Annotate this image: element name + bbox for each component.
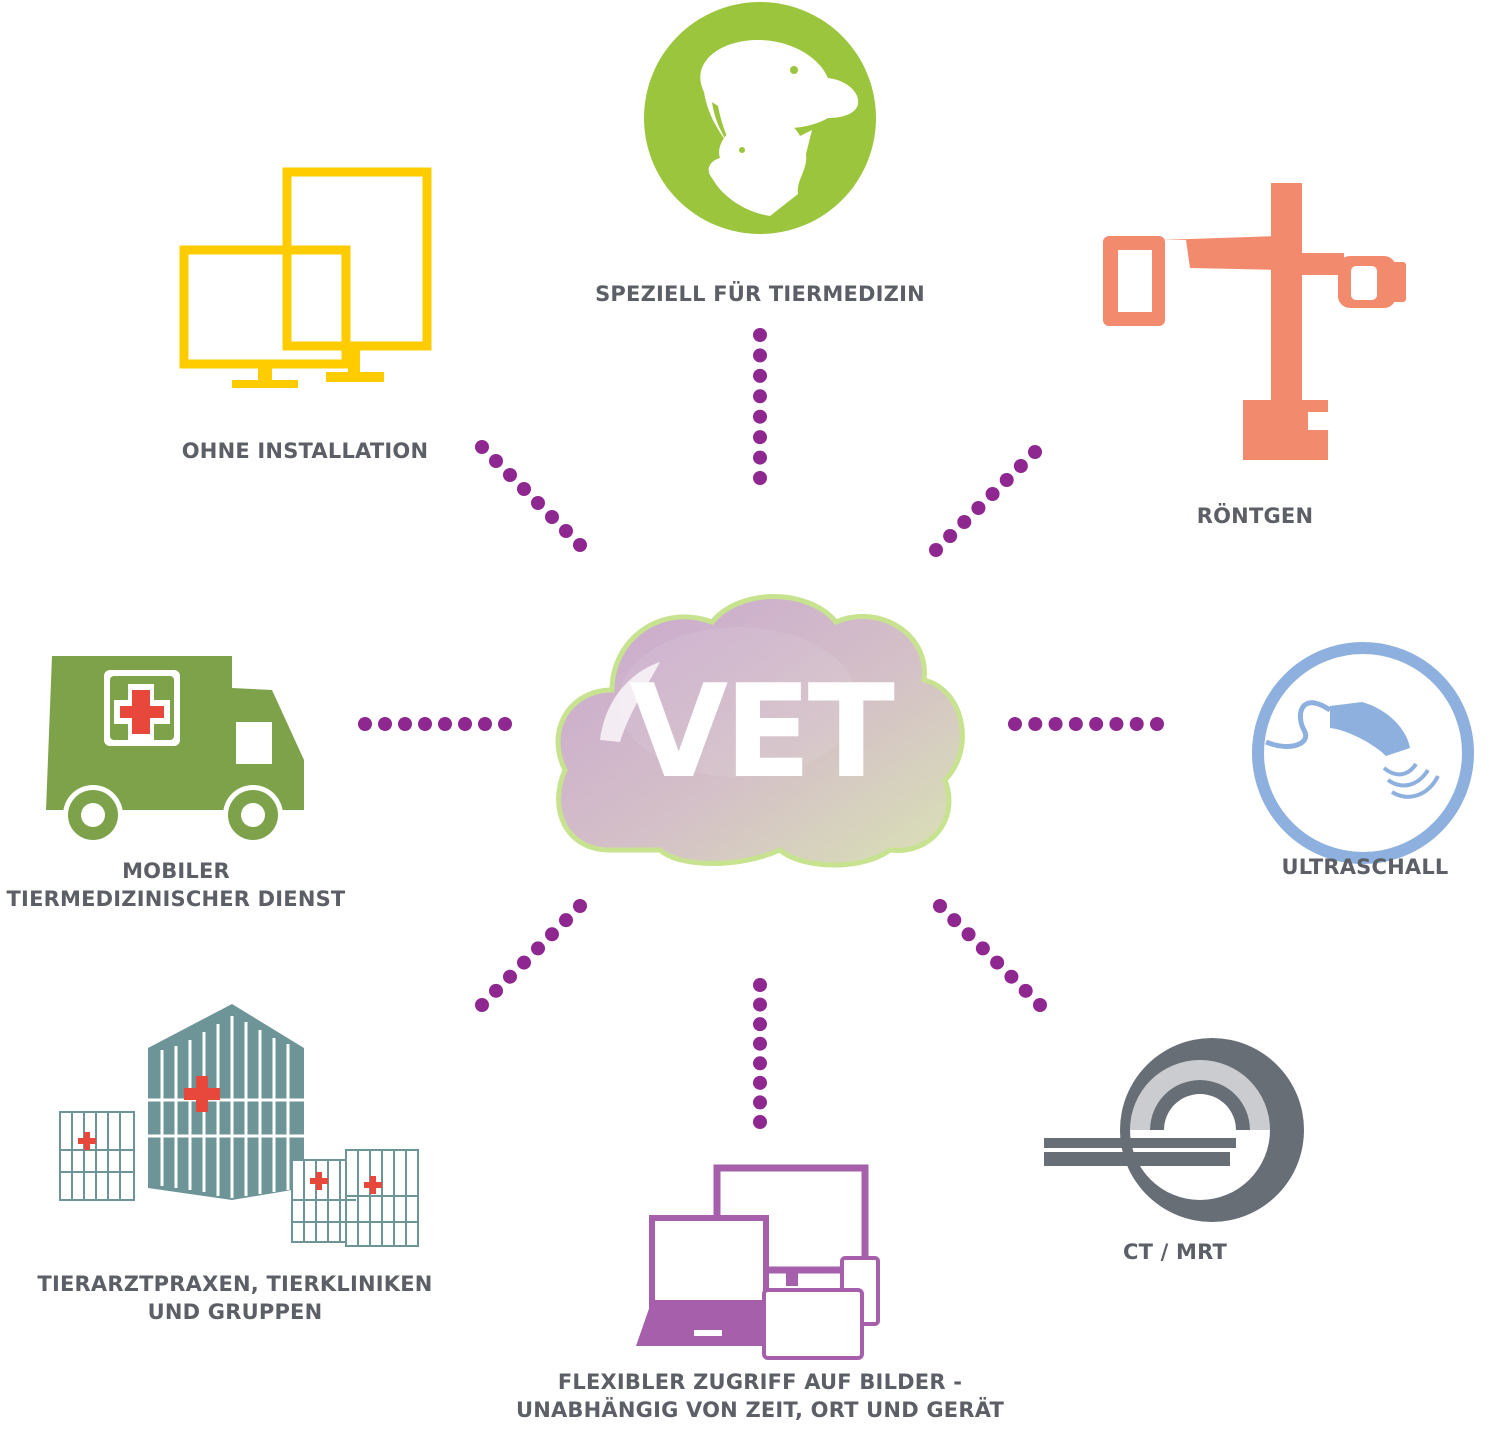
connector-dot [1013,459,1028,473]
connector-dot [1068,717,1083,731]
connector-dot [929,543,943,557]
connector-dot [531,941,545,956]
connector-dot [573,538,587,552]
connector-dot [489,983,503,998]
connector-dot [961,927,976,942]
connector-dot [753,409,767,424]
connector-dot [545,510,559,524]
connector-dot [1008,717,1022,731]
connector-dot [753,1115,767,1129]
dog-cat-icon [644,2,876,234]
connector-dot [458,717,472,731]
connector-dot [545,927,559,942]
label-tierarztpraxen: TIERARZTPRAXEN, TIERKLINIKEN UND GRUPPEN [37,1272,433,1324]
connector-dot [1129,717,1144,731]
connector-dot [753,471,767,485]
center-title: VET [629,658,895,807]
vet-cloud-icon [555,594,965,868]
connector-dot [971,501,986,515]
connector-dot [753,1075,767,1090]
connector-dot [489,454,503,468]
connector-dot [1028,445,1042,459]
connector-dot [990,955,1005,970]
connector-dot [753,1036,767,1051]
connector-dot [438,717,452,731]
connector-dot [1109,717,1124,731]
connector-dots [358,328,1164,1129]
label-ct-mrt: CT / MRT [1122,1240,1228,1264]
connector-dot [573,899,587,913]
ambulance-van-icon [46,656,304,845]
ultrasound-probe-icon [1252,642,1474,864]
connector-dot [753,1095,767,1110]
connector-dot [975,941,990,956]
connector-dot [475,998,489,1012]
connector-dot [503,969,517,984]
connector-dot [358,717,372,731]
connector-dot [753,348,767,363]
connector-dot [753,368,767,383]
label-mobiler-dienst: MOBILER TIERMEDIZINISCHER DIENST [6,859,346,911]
connector-dot [531,496,545,510]
connector-dot [559,913,573,928]
connector-dot [753,450,767,465]
connector-dot [933,899,947,913]
connector-dot [1004,969,1019,984]
connector-dot [1033,998,1047,1012]
connector-dot [753,1017,767,1032]
ct-scanner-icon [1044,1038,1304,1222]
connector-dot [999,473,1014,487]
connector-dot [418,717,432,731]
connector-dot [478,717,492,731]
connector-dot [475,440,489,454]
connector-dot [1018,983,1033,998]
connector-dot [753,430,767,445]
label-flexibler-zugriff: FLEXIBLER ZUGRIFF AUF BILDER - UNABHÄNGI… [515,1370,1005,1422]
x-ray-machine-icon [1103,183,1406,460]
connector-dot [517,955,531,970]
hospital-buildings-icon [59,1004,419,1247]
connector-dot [1089,717,1104,731]
connector-dot [753,997,767,1012]
connector-dot [985,487,1000,501]
devices-icon [636,1164,880,1360]
label-roentgen: RÖNTGEN [1196,504,1314,528]
connector-dot [753,389,767,404]
connector-dot [753,978,767,992]
connector-dot [1150,717,1164,731]
connector-dot [947,913,962,928]
connector-dot [753,328,767,342]
connector-dot [503,468,517,482]
connector-dot [517,482,531,496]
connector-dot [957,515,972,529]
connector-dot [398,717,412,731]
connector-dot [1048,717,1063,731]
label-speziell-fuer-tiermedizin: SPEZIELL FÜR TIERMEDIZIN [595,282,925,306]
connector-dot [378,717,392,731]
connector-dot [559,524,573,538]
label-ultraschall: ULTRASCHALL [1281,855,1449,879]
connector-dot [943,529,958,543]
monitors-icon [179,167,432,369]
connector-dot [1028,717,1043,731]
label-ohne-installation: OHNE INSTALLATION [181,439,429,463]
connector-dot [753,1056,767,1071]
connector-dot [498,717,512,731]
